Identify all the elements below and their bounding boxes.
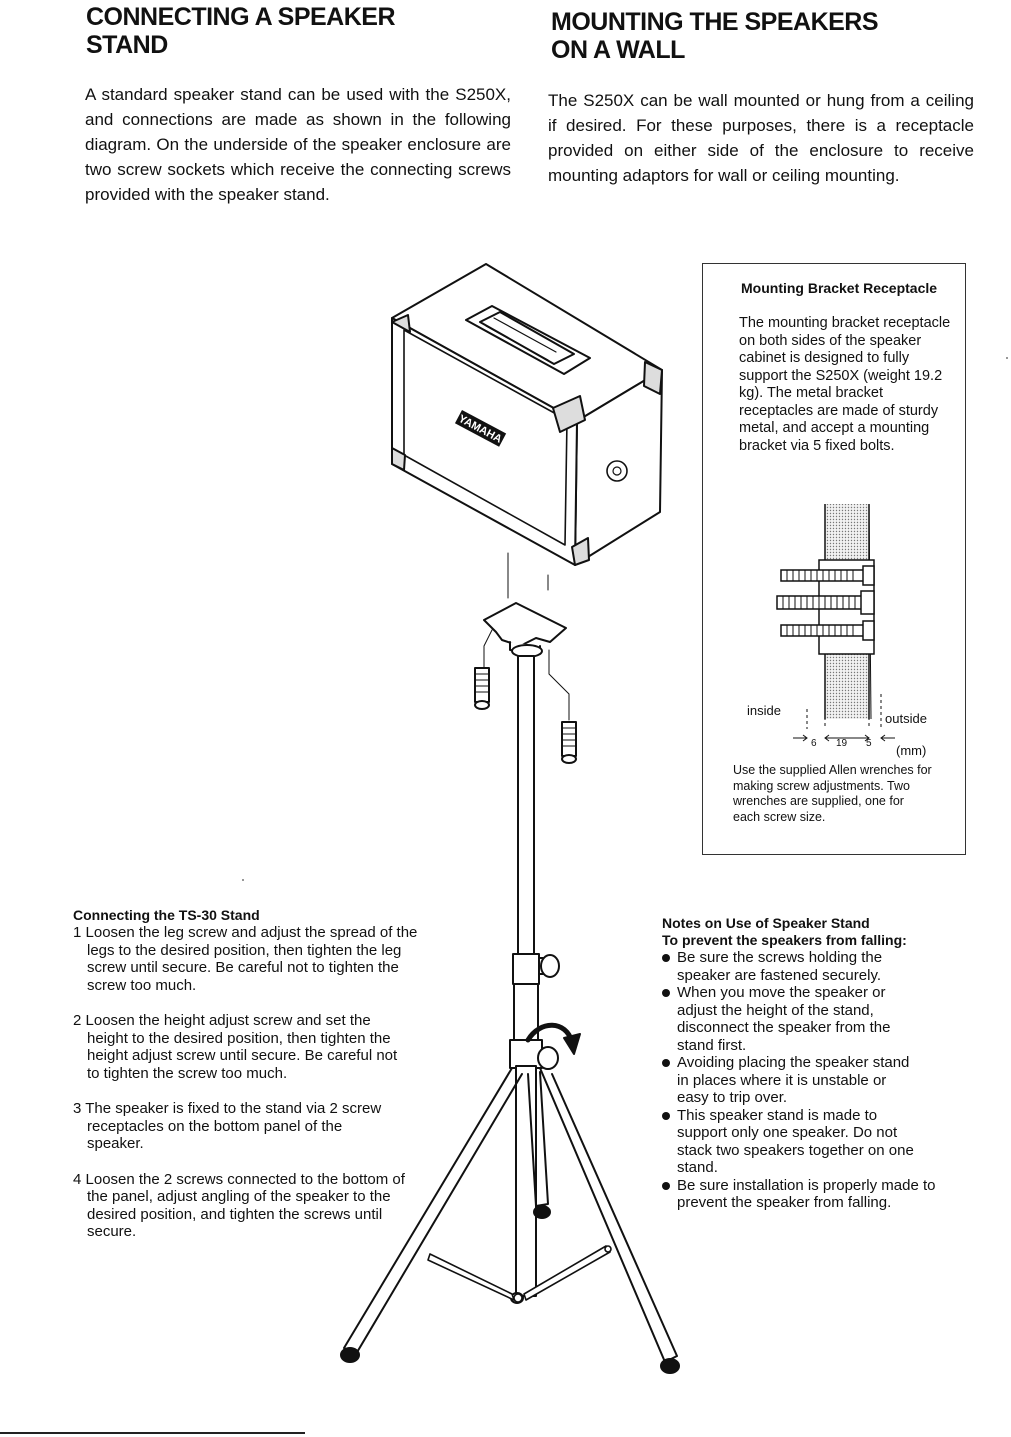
stand-upper-tube <box>517 655 535 957</box>
bottom-rule <box>0 1432 305 1434</box>
allen-wrench-caption: Use the supplied Allen wrenches for maki… <box>733 763 932 824</box>
dimension-19mm: 19 <box>836 738 848 749</box>
bullet-icon <box>662 989 670 997</box>
left-intro-paragraph: A standard speaker stand can be used wit… <box>85 85 511 204</box>
unit-mm: (mm) <box>896 743 927 758</box>
note-text: This speaker stand is made to support on… <box>677 1106 914 1177</box>
connecting-screw-left <box>474 667 490 710</box>
speaker-cabinet <box>391 263 663 566</box>
bullet-icon <box>662 1111 670 1120</box>
stand-section-title: Connecting the TS-30 Stand <box>73 907 260 923</box>
right-intro-paragraph: The S250X can be wall mounted or hung fr… <box>548 91 974 185</box>
bracket-description: The mounting bracket receptacle on both … <box>739 315 951 454</box>
note-item: Avoiding placing the speaker stand in pl… <box>662 1054 922 1107</box>
step-4: 4 Loosen the 2 screws connected to the b… <box>73 1170 405 1241</box>
step-2: 2 Loosen the height adjust screw and set… <box>73 1012 398 1082</box>
note-item: Be sure installation is properly made to… <box>662 1177 937 1212</box>
note-item: This speaker stand is made to support on… <box>662 1107 922 1177</box>
left-heading-line-1: CONNECTING A SPEAKER <box>86 3 396 31</box>
right-heading: MOUNTING THE SPEAKERS ON A WALL <box>551 8 879 64</box>
bracket-bolt-1 <box>780 565 875 586</box>
right-heading-line-1: MOUNTING THE SPEAKERS <box>551 8 879 36</box>
bracket-bolt-2 <box>776 590 875 615</box>
stand-braces <box>427 1245 612 1303</box>
step-3: 3 The speaker is fixed to the stand via … <box>73 1100 382 1152</box>
stand-mounting-plate <box>483 602 567 658</box>
step-1: 1 Loosen the leg screw and adjust the sp… <box>73 924 418 994</box>
note-text: Avoiding placing the speaker stand in pl… <box>677 1054 910 1106</box>
bracket-receptacle-icon <box>606 460 628 482</box>
connecting-screw-right <box>561 721 577 764</box>
scan-speck <box>242 879 244 881</box>
stand-connection-section: Connecting the TS-30 Stand 1 Loosen the … <box>73 907 423 1259</box>
dimension-5mm: 5 <box>866 738 872 749</box>
left-heading: CONNECTING A SPEAKER STAND <box>86 3 396 59</box>
bracket-title: Mounting Bracket Receptacle <box>741 280 938 296</box>
note-text: When you move the speaker or adjust the … <box>677 984 891 1054</box>
label-outside: outside <box>885 711 927 726</box>
scan-speck <box>1006 357 1008 359</box>
height-adjust-knob <box>512 953 560 985</box>
notes-subtitle: To prevent the speakers from falling: <box>662 932 907 948</box>
right-heading-line-2: ON A WALL <box>551 36 685 64</box>
stand-legs <box>340 1067 680 1374</box>
bullet-icon <box>662 954 670 962</box>
speaker-stand-notes: Notes on Use of Speaker Stand To prevent… <box>662 915 962 1212</box>
note-item: Be sure the screws holding the speaker a… <box>662 949 897 984</box>
mounting-bracket-box: Mounting Bracket Receptacle The mounting… <box>702 263 966 855</box>
bracket-bolt-3 <box>780 620 875 641</box>
leg-screw-knob <box>509 1022 581 1070</box>
note-text: Be sure installation is properly made to… <box>677 1176 936 1212</box>
bullet-icon <box>662 1181 670 1190</box>
left-heading-line-2: STAND <box>86 31 168 59</box>
dimension-6mm: 6 <box>811 738 817 749</box>
notes-title: Notes on Use of Speaker Stand <box>662 915 870 931</box>
label-inside: inside <box>747 703 781 718</box>
note-text: Be sure the screws holding the speaker a… <box>677 949 883 984</box>
note-item: When you move the speaker or adjust the … <box>662 984 907 1054</box>
bullet-icon <box>662 1059 670 1067</box>
bracket-bolts-diagram <box>776 503 895 742</box>
